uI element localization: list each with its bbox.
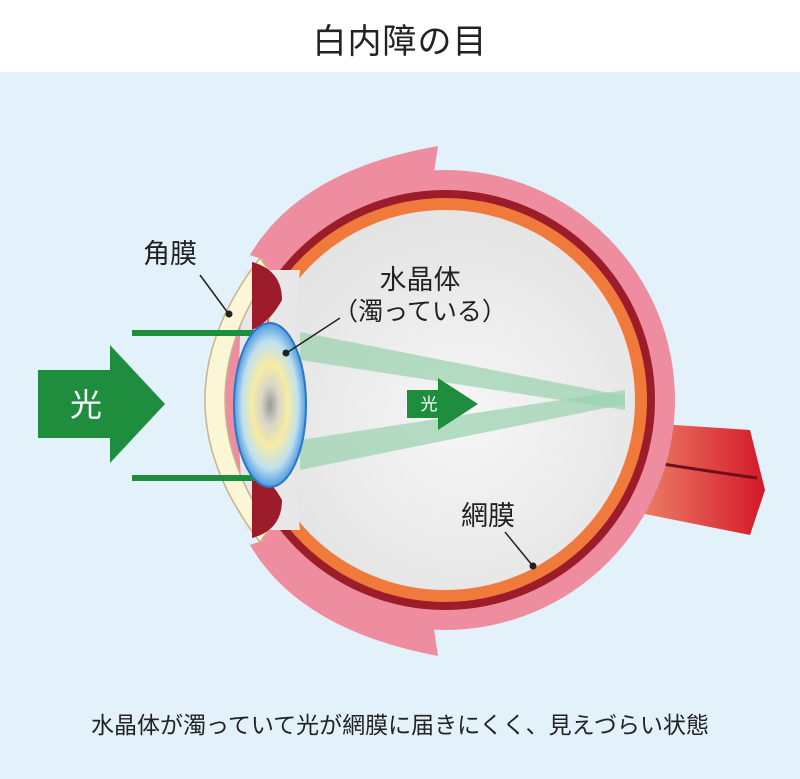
light-arrow-small bbox=[407, 378, 478, 430]
light-arrow-large bbox=[38, 345, 165, 463]
iris-lower bbox=[252, 470, 282, 538]
caption: 水晶体が濁っていて光が網膜に届きにくく、見えづらい状態 bbox=[90, 713, 709, 739]
lens-label: 水晶体 bbox=[380, 265, 461, 296]
lens-cloudy bbox=[233, 322, 307, 488]
light-arrow-small-label: 光 bbox=[421, 395, 438, 415]
iris-upper bbox=[252, 262, 282, 330]
lens-leader bbox=[287, 317, 341, 353]
light-beam-lower bbox=[300, 390, 625, 470]
page-title: 白内障の目 bbox=[312, 22, 488, 62]
cornea-label: 角膜 bbox=[143, 239, 197, 270]
cornea-dot bbox=[225, 310, 233, 318]
lens-dot bbox=[282, 349, 290, 357]
lens-state-label: （濁っている） bbox=[333, 297, 507, 326]
retina-label: 網膜 bbox=[461, 501, 515, 532]
retina-leader bbox=[504, 531, 533, 566]
light-beam-upper bbox=[300, 332, 625, 410]
cornea-shape bbox=[204, 256, 271, 544]
cornea-leader bbox=[199, 274, 229, 314]
light-arrow-large-label: 光 bbox=[70, 386, 102, 424]
retina-dot bbox=[529, 562, 537, 570]
